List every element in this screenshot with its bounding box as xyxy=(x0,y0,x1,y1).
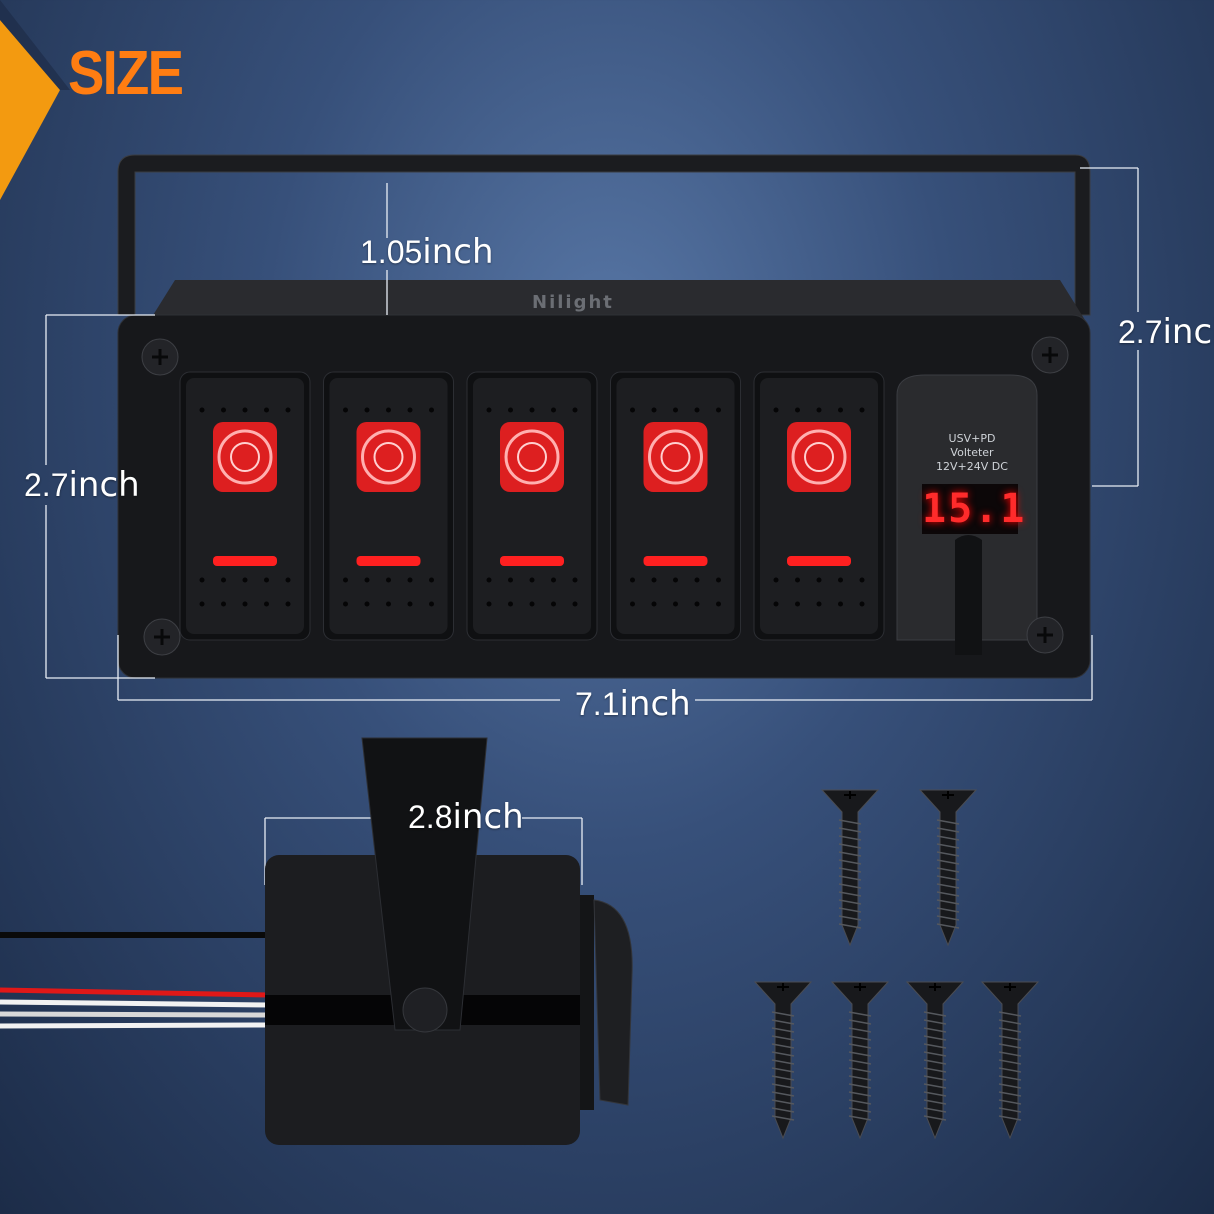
dim-bracket-height: 1.05inch xyxy=(360,232,494,272)
switch-light-icon xyxy=(213,422,277,492)
indicator-bar xyxy=(643,556,708,566)
usb-label: USV+PD Volteter 12V+24V DC xyxy=(922,432,1022,474)
usb-label-line: USV+PD xyxy=(948,432,996,445)
mounting-screw-icon xyxy=(918,789,978,947)
panel-screw-icon xyxy=(1026,616,1064,654)
mounting-screw-icon xyxy=(905,981,965,1140)
indicator-bar xyxy=(356,556,421,566)
usb-label-line: 12V+24V DC xyxy=(936,460,1008,473)
title: SIZE xyxy=(68,39,184,108)
mounting-screw-icon xyxy=(753,981,813,1140)
panel-screw-icon xyxy=(143,618,181,656)
side-view xyxy=(0,737,633,1145)
rocker-switch[interactable] xyxy=(753,371,885,641)
dim-depth: 2.8inch xyxy=(408,797,524,837)
housing-top xyxy=(150,280,1085,320)
usb-label-line: Volteter xyxy=(950,446,994,459)
dim-panel-height: 2.7inch xyxy=(24,465,140,505)
rocker-switch[interactable] xyxy=(323,371,454,641)
usb-cover-tab xyxy=(955,535,982,655)
mounting-screw-icon xyxy=(820,789,880,947)
panel-screw-icon xyxy=(1031,336,1069,374)
indicator-bar xyxy=(213,556,277,566)
switch-light-icon xyxy=(500,422,564,492)
corner-marker xyxy=(0,20,60,200)
switch-light-icon xyxy=(787,422,851,492)
switch-light-icon xyxy=(356,422,421,492)
dim-total-height: 2.7inch xyxy=(1118,312,1214,352)
indicator-bar xyxy=(787,556,851,566)
mounting-screw-icon xyxy=(980,981,1040,1140)
switch-light-icon xyxy=(643,422,708,492)
indicator-bar xyxy=(500,556,564,566)
rocker-switch[interactable] xyxy=(466,371,598,641)
dim-panel-width: 7.1inch xyxy=(575,684,691,724)
brand-logo: Nilight xyxy=(532,292,614,313)
mounting-screw-icon xyxy=(830,981,890,1140)
mounting-bracket xyxy=(117,154,1091,316)
rocker-switch[interactable] xyxy=(179,371,311,641)
voltage-display: 15.1 xyxy=(922,484,1027,534)
panel-screw-icon xyxy=(141,338,179,376)
dimension-lines xyxy=(45,167,1139,885)
rocker-switch[interactable] xyxy=(610,371,741,641)
